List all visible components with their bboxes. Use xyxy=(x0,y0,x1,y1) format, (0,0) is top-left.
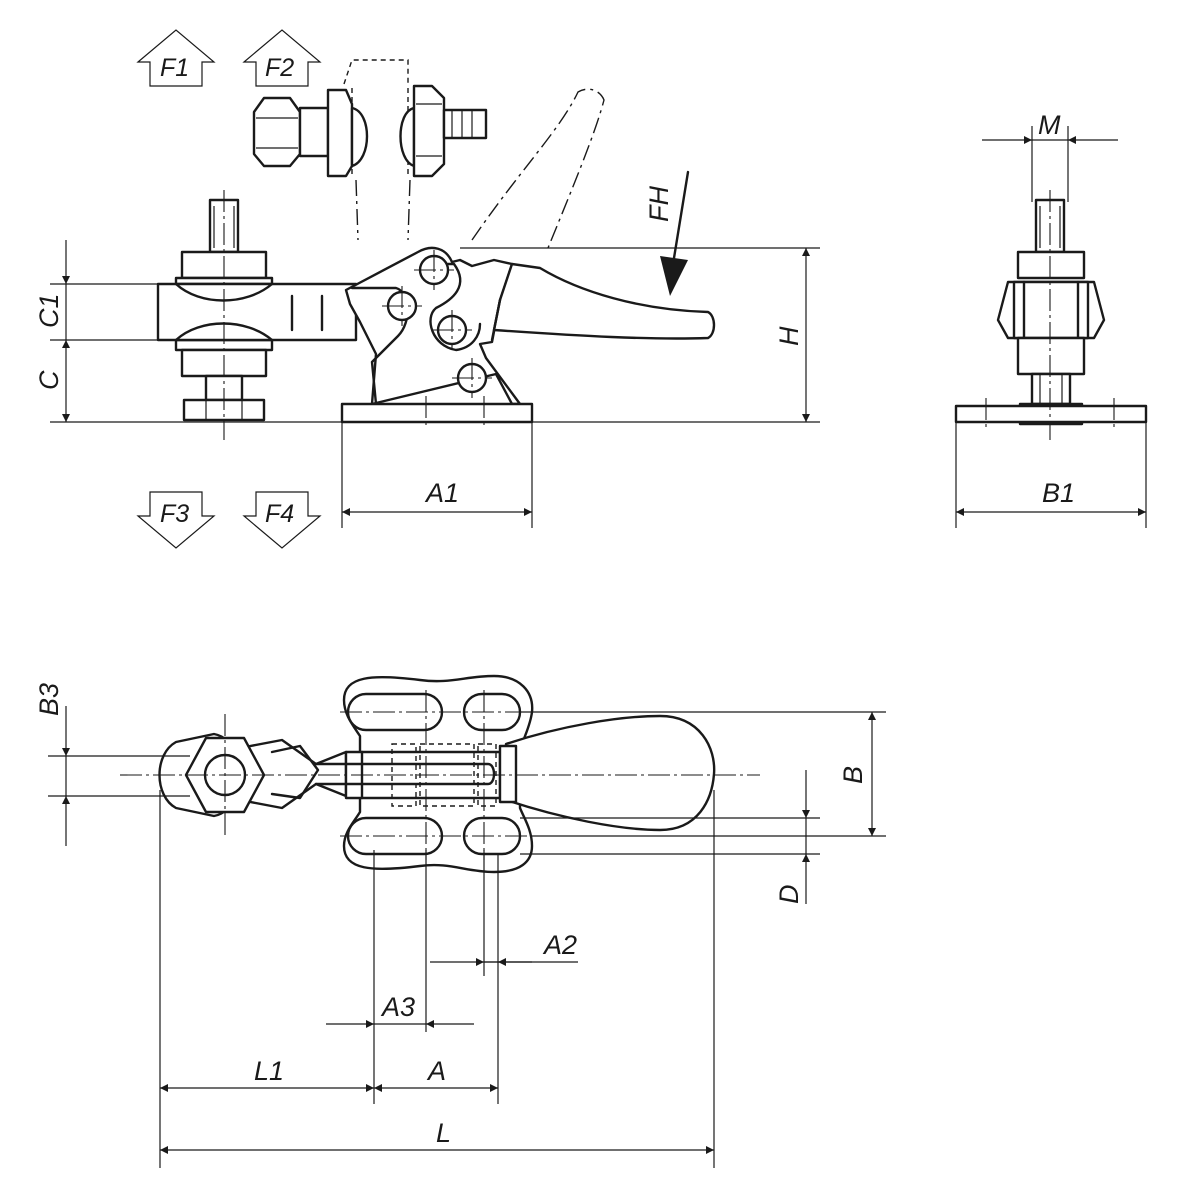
label-fh: FH xyxy=(644,186,674,222)
dimension-a3: A3 xyxy=(326,992,474,1028)
top-view: B3 B D A2 xyxy=(34,674,886,1168)
dimension-b3: B3 xyxy=(34,683,190,846)
dimension-l: L xyxy=(160,790,715,1168)
label-b1: B1 xyxy=(1042,478,1075,508)
label-f4: F4 xyxy=(265,500,294,528)
dimension-b1: B1 xyxy=(955,422,1147,528)
force-arrow-f2: F2 xyxy=(242,29,322,87)
label-f2: F2 xyxy=(265,54,294,82)
label-a: A xyxy=(426,1056,446,1086)
dimension-b: B xyxy=(520,711,886,837)
handle-top xyxy=(504,714,716,832)
label-h: H xyxy=(774,326,804,346)
label-a1: A1 xyxy=(424,478,459,508)
dimension-a2: A2 xyxy=(430,930,578,966)
dimension-l1-a: L1 A xyxy=(159,790,498,1168)
side-view: M B1 xyxy=(954,110,1148,528)
handle-open-position xyxy=(471,88,605,249)
label-f3: F3 xyxy=(160,500,189,528)
dimension-m: M xyxy=(982,110,1118,202)
clamp-spindle xyxy=(174,198,274,422)
alternate-spindle-position xyxy=(252,59,488,241)
label-a2: A2 xyxy=(542,930,577,960)
label-c: C xyxy=(34,370,64,390)
label-f1: F1 xyxy=(160,54,189,82)
label-a3: A3 xyxy=(380,992,415,1022)
label-m: M xyxy=(1038,110,1061,140)
force-arrow-fh: FH xyxy=(644,170,690,296)
clamp-body xyxy=(340,246,716,428)
front-view: F1 F2 F3 F4 xyxy=(34,29,820,549)
force-arrow-f1: F1 xyxy=(136,29,216,87)
dimension-c1-c: C1 C xyxy=(34,240,342,423)
dimension-d: D xyxy=(520,770,820,904)
label-l: L xyxy=(436,1118,451,1148)
dimension-a1: A1 xyxy=(341,422,533,528)
label-d: D xyxy=(774,885,804,905)
label-b: B xyxy=(838,766,868,784)
clamping-arm xyxy=(156,282,358,342)
label-b3: B3 xyxy=(34,683,64,716)
label-c1: C1 xyxy=(34,293,64,328)
force-arrow-f3: F3 xyxy=(136,491,216,549)
label-l1: L1 xyxy=(254,1056,284,1086)
dimension-h: H xyxy=(460,247,820,423)
force-arrow-f4: F4 xyxy=(242,491,322,549)
